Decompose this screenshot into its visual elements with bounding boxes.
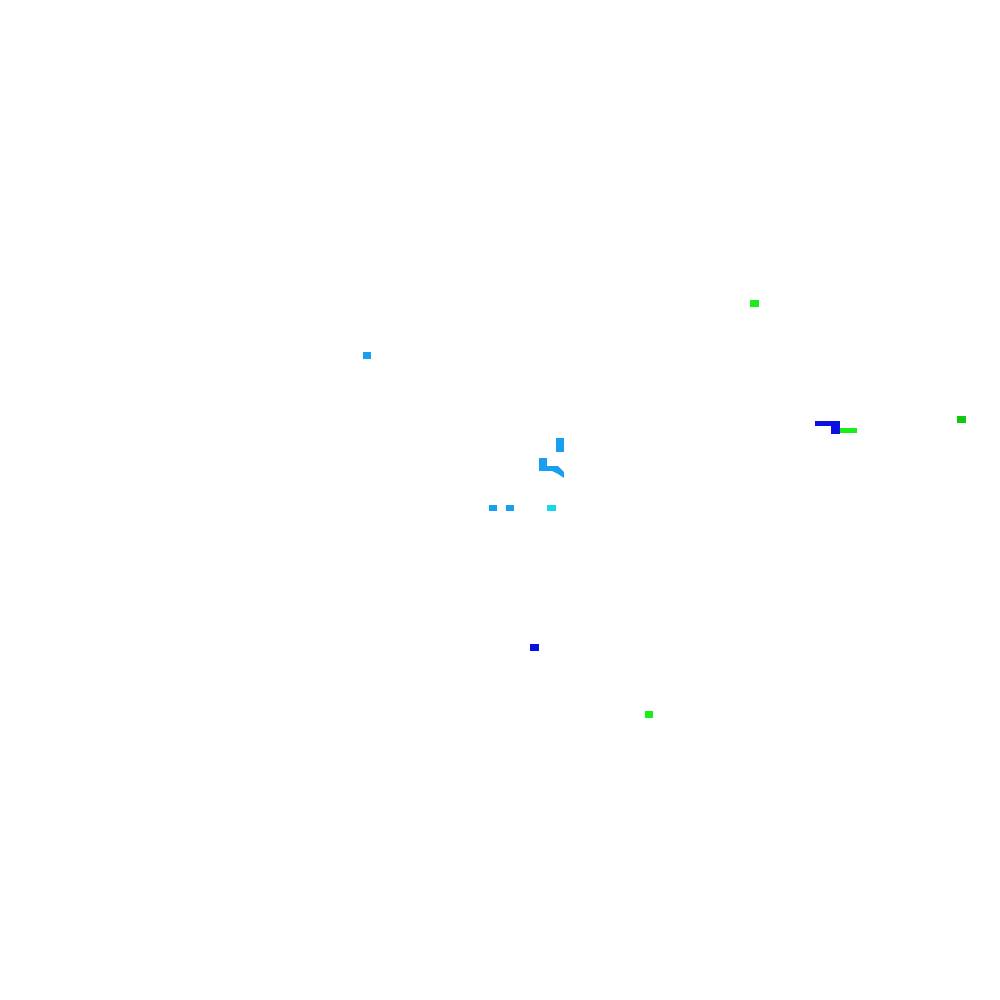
green-square-mark-upper [750,300,759,307]
light-blue-dot-mark-right [506,505,514,511]
light-blue-bracket-mark [539,458,556,471]
light-blue-dot-mark-left [489,505,497,511]
blue-square-mark-lower [530,644,539,651]
green-square-mark-right [957,416,966,423]
blue-bar-mark [815,421,840,426]
cyan-dot-mark [547,505,556,511]
green-square-mark-lower [645,711,653,718]
blue-notch-mark [831,426,840,434]
green-bar-mark [840,428,857,433]
light-blue-vertical-mark [556,438,564,452]
light-blue-square-mark [363,352,371,359]
light-blue-diagonal-mark [552,466,564,478]
